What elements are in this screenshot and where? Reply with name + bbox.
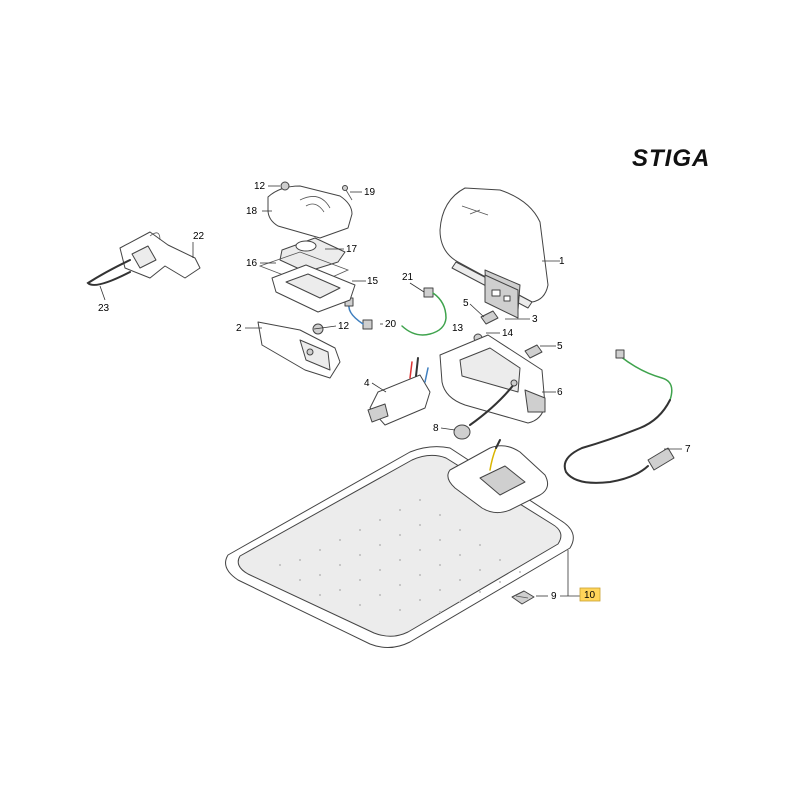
part-15-base[interactable] [271,264,356,313]
callout-23: 23 [98,303,110,314]
callout-5a: 5 [463,298,469,309]
leader-lines [99,185,682,597]
part-9-clip[interactable] [511,590,535,605]
part-19-screw[interactable] [342,185,353,201]
brand-logo-text: STIGA [632,145,710,172]
callout-17: 17 [346,244,358,255]
part-21-sensor-wire[interactable] [401,287,447,336]
callout-18: 18 [246,206,258,217]
callout-14: 14 [502,328,514,339]
callout-2: 2 [236,323,242,334]
part-17-board[interactable] [279,237,346,273]
callout-12a: 12 [254,181,266,192]
callout-12b: 12 [338,321,350,332]
part-4-bracket[interactable] [367,357,431,426]
callout-16: 16 [246,258,258,269]
part-3-circuit-board[interactable] [484,274,519,319]
base-plate[interactable] [225,439,574,648]
part-6-housing[interactable] [439,334,546,426]
part-8-plug[interactable] [453,424,471,440]
callout-3: 3 [532,314,538,325]
stiga-logo: STIGA [632,145,710,172]
part-7-cable[interactable] [563,349,675,484]
base-plate-grid [279,499,521,613]
callout-1: 1 [559,256,565,267]
callout-22: 22 [193,231,205,242]
part-5-clip-b[interactable] [524,344,543,359]
callout-21: 21 [402,272,414,283]
part-2-bracket[interactable] [257,321,341,379]
part-12-nut-lower[interactable] [312,323,324,335]
callout-8: 8 [433,423,439,434]
callout-13: 13 [452,323,464,334]
callout-19: 19 [364,187,376,198]
callout-7: 7 [685,444,691,455]
callout-15: 15 [367,276,379,287]
part-5-clip-a[interactable] [480,310,499,325]
part-12-nut-upper[interactable] [280,181,290,191]
part-23-wire-clip[interactable] [86,259,131,286]
callout-10: 10 [584,590,596,601]
part-22-handle[interactable] [119,231,201,279]
callout-20: 20 [385,319,397,330]
callout-5b: 5 [557,341,563,352]
callout-10-highlight [579,587,601,602]
callout-4: 4 [364,378,370,389]
callout-9: 9 [551,591,557,602]
part-18-top-cover[interactable] [267,185,353,239]
callout-labels: 1 2 3 4 5 5 6 7 8 9 10 12 12 13 14 15 16… [98,181,691,602]
callout-6: 6 [557,387,563,398]
